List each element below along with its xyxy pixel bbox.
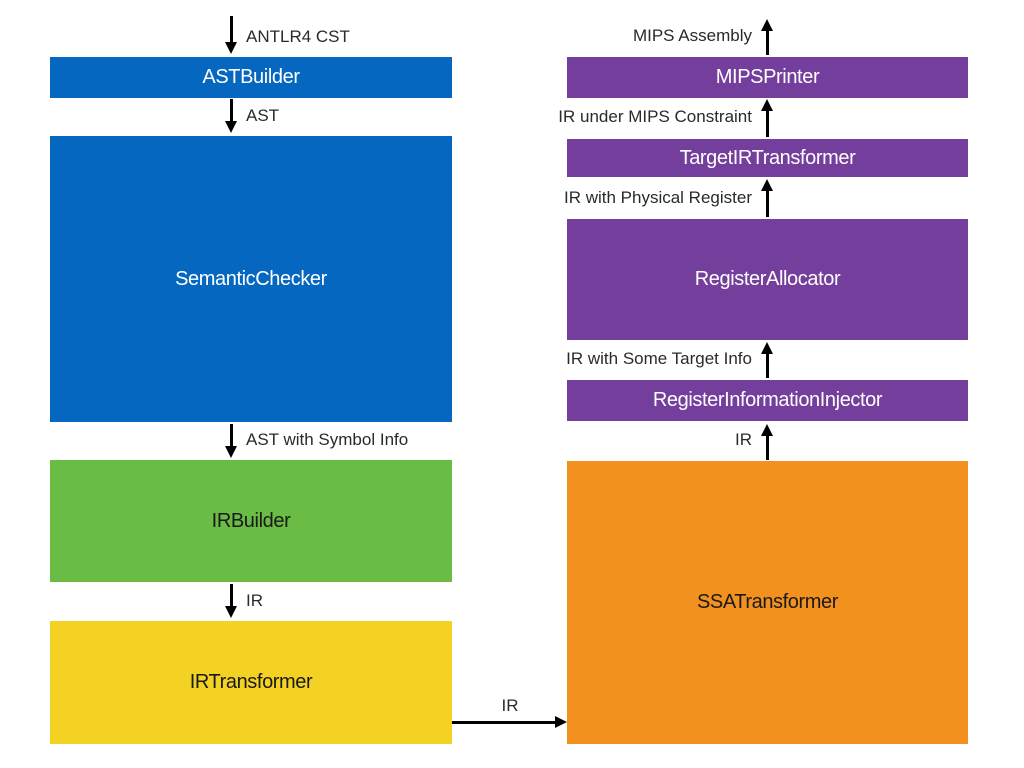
edge-label-ast: AST [246, 106, 280, 125]
arrow-down-ir-icon [225, 584, 237, 618]
edge-label-ir-under-mips-constraint: IR under MIPS Constraint [558, 107, 752, 126]
node-ssa-transformer: SSATransformer [567, 461, 968, 744]
arrow-up-ir-with-physical-register-icon [761, 179, 773, 217]
node-ir-builder: IRBuilder [50, 460, 452, 582]
arrow-up-ir-icon [761, 424, 773, 460]
node-register-allocator: RegisterAllocator [567, 219, 968, 340]
arrow-up-mips-assembly-icon [761, 19, 773, 55]
arrow-down-ast-with-symbol-info-icon [225, 424, 237, 458]
arrow-up-ir-with-some-target-info-icon [761, 342, 773, 378]
edge-label-ir-with-physical-register: IR with Physical Register [563, 188, 752, 207]
arrow-down-antlr4-cst-icon [225, 16, 237, 54]
node-mips-printer: MIPSPrinter [567, 57, 968, 98]
node-semantic-checker: SemanticChecker [50, 136, 452, 422]
edge-label-ir-ssa-out: IR [735, 430, 752, 449]
edge-label-antlr4-cst: ANTLR4 CST [246, 27, 350, 46]
arrow-right-ir-icon [452, 716, 567, 728]
edge-label-ir-with-some-target-info: IR with Some Target Info [566, 349, 752, 368]
arrow-down-ast-icon [225, 99, 237, 133]
arrow-up-ir-under-mips-constraint-icon [761, 99, 773, 137]
edge-label-ast-with-symbol-info: AST with Symbol Info [246, 430, 409, 449]
node-register-information-injector: RegisterInformationInjector [567, 380, 968, 421]
node-ast-builder: ASTBuilder [50, 57, 452, 98]
edge-label-ir-transformer-out: IR [501, 696, 519, 715]
edge-label-ir-builder-out: IR [246, 591, 263, 610]
node-target-ir-transformer: TargetIRTransformer [567, 139, 968, 177]
edge-label-mips-assembly: MIPS Assembly [632, 26, 752, 45]
node-ir-transformer: IRTransformer [50, 621, 452, 744]
